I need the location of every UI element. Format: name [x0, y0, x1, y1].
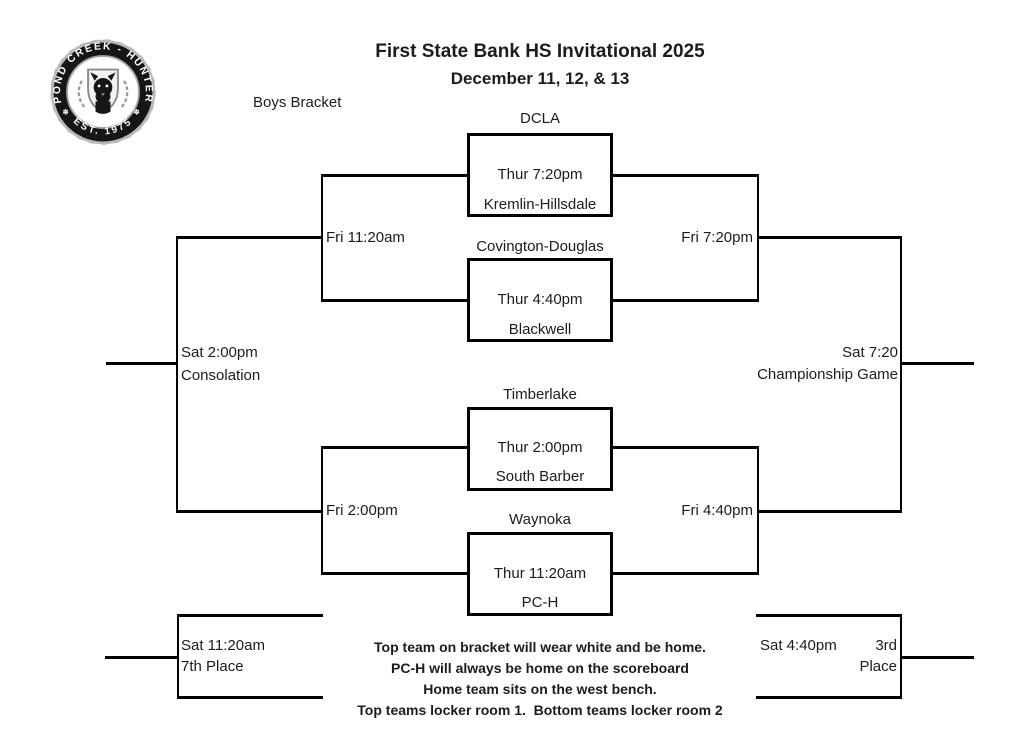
note-line: Home team sits on the west bench. — [423, 681, 657, 697]
note-line: PC-H will always be home on the scoreboa… — [391, 660, 689, 676]
game1-top-team: DCLA — [519, 110, 560, 127]
semi-right-top-connector — [757, 236, 902, 239]
championship-vertical — [900, 236, 902, 513]
semi-right-bottom-time: Fri 4:40pm — [681, 502, 753, 519]
tournament-dates: December 11, 12, & 13 — [450, 69, 630, 88]
consolation-time: Sat 2:00pm — [181, 344, 258, 361]
game2-top-team: Covington-Douglas — [476, 238, 604, 255]
game2-bottom-team: Blackwell — [508, 321, 572, 338]
game1-right-line — [613, 174, 758, 177]
badge-flower-left-icon: ✽ — [63, 107, 69, 116]
game4-bottom-team: PC-H — [521, 594, 559, 611]
game4-top-team: Waynoka — [509, 511, 571, 528]
semi-left-bottom-time: Fri 2:00pm — [326, 502, 398, 519]
semi-left-top-connector — [176, 236, 323, 239]
tournament-title: First State Bank HS Invitational 2025 — [375, 41, 705, 62]
game2-time: Thur 4:40pm — [497, 291, 583, 308]
game1-bottom-team: Kremlin-Hillsdale — [483, 196, 597, 213]
game3-bottom-team: South Barber — [495, 468, 585, 485]
game1-left-line — [321, 174, 467, 177]
third-place-time: Sat 4:40pm — [760, 637, 837, 654]
laurel-left-icon — [77, 79, 86, 108]
game3-box — [467, 407, 613, 491]
panther-icon — [90, 72, 116, 114]
laurel-right-icon — [120, 79, 129, 108]
game1-time: Thur 7:20pm — [497, 166, 583, 183]
third-place-label-top: 3rd — [875, 637, 897, 654]
semi-left-top-time: Fri 11:20am — [326, 229, 405, 246]
seventh-place-top-line — [177, 614, 323, 617]
badge-flower-right-icon: ✽ — [133, 107, 139, 116]
championship-winner-line — [901, 362, 974, 365]
school-logo: POND CREEK - HUNTER EST. 1975 ✽ ✽ — [44, 36, 162, 148]
seventh-place-time: Sat 11:20am — [181, 637, 265, 654]
consolation-vertical — [176, 236, 178, 513]
game3-top-team: Timberlake — [503, 386, 577, 403]
third-place-bottom-line — [756, 696, 902, 699]
game3-left-line — [321, 446, 467, 449]
seventh-place-label: 7th Place — [181, 658, 244, 675]
consolation-label: Consolation — [181, 367, 261, 384]
game2-box — [467, 258, 613, 342]
seventh-place-bottom-line — [177, 696, 323, 699]
game2-right-line — [613, 299, 758, 302]
note-line: Top teams locker room 1. Bottom teams lo… — [357, 702, 723, 718]
game4-right-line — [613, 572, 758, 575]
bracket-type-label: Boys Bracket — [253, 94, 342, 111]
semi-right-bottom-connector — [757, 510, 902, 513]
third-place-label-bottom: Place — [859, 658, 897, 675]
game3-time: Thur 2:00pm — [497, 439, 583, 456]
championship-time: Sat 7:20 — [842, 344, 898, 361]
game1-box — [467, 133, 613, 217]
tournament-notes: Top team on bracket will wear white and … — [262, 637, 818, 721]
third-place-winner-line — [900, 656, 974, 659]
consolation-winner-line — [106, 362, 177, 365]
semi-left-bottom-connector — [176, 510, 323, 513]
seventh-place-winner-line — [105, 656, 179, 659]
pond-creek-hunter-badge-icon: POND CREEK - HUNTER EST. 1975 ✽ ✽ — [50, 39, 156, 145]
game4-time: Thur 11:20am — [493, 565, 587, 582]
game3-right-line — [613, 446, 758, 449]
note-line: Top team on bracket will wear white and … — [374, 639, 706, 655]
game2-left-line — [321, 299, 467, 302]
championship-label: Championship Game — [757, 366, 898, 383]
game4-left-line — [321, 572, 467, 575]
third-place-top-line — [756, 614, 902, 617]
game4-box — [467, 532, 613, 616]
semi-right-top-time: Fri 7:20pm — [681, 229, 753, 246]
